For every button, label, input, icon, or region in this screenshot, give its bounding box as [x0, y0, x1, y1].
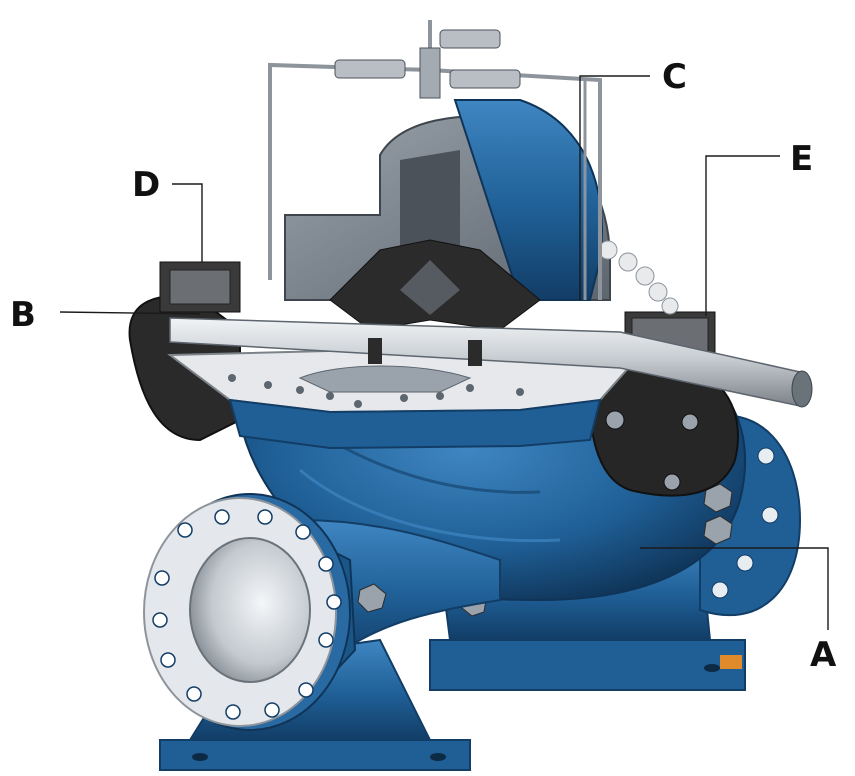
callout-leaders: [59, 75, 829, 630]
suction-flange: [143, 493, 351, 731]
bearing-housing-left: [128, 261, 241, 442]
callout-label-d: D: [132, 165, 161, 205]
callout-label-a: A: [810, 635, 837, 675]
valve-assembly: [334, 29, 521, 99]
callout-label-b: B: [10, 295, 37, 335]
upper-casing-section: [284, 99, 679, 331]
shaft: [169, 317, 813, 408]
callout-label-e: E: [790, 139, 814, 179]
callout-label-c: C: [662, 57, 688, 97]
